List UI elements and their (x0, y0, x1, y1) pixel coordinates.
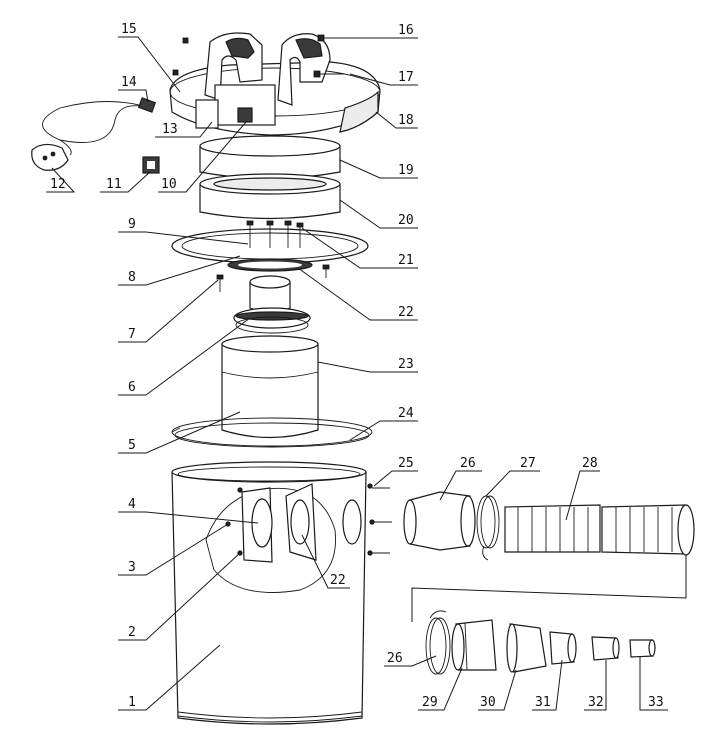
callout-3: 3 (128, 560, 136, 575)
callout-10: 10 (161, 177, 177, 192)
callout-31: 31 (535, 695, 551, 710)
filter-disc-19 (199, 135, 341, 180)
callout-25: 25 (398, 456, 414, 471)
callout-22-top: 22 (398, 305, 414, 320)
callout-1: 1 (128, 695, 136, 710)
screw-17 (313, 70, 345, 78)
callout-27: 27 (520, 456, 536, 471)
filter-ring-20 (199, 173, 341, 220)
handle-right (277, 33, 331, 106)
tank-body (171, 461, 367, 725)
screw-right (322, 264, 330, 278)
screw-left (172, 69, 179, 76)
callout-19: 19 (398, 163, 414, 178)
screw-top-left (182, 37, 189, 44)
hose-connector-26 (403, 491, 476, 551)
power-cord (42, 97, 157, 156)
handle-left (204, 32, 263, 101)
callout-leaders (46, 36, 668, 711)
callout-2: 2 (128, 625, 136, 640)
callout-23: 23 (398, 357, 414, 372)
callout-29: 29 (422, 695, 438, 710)
callout-20: 20 (398, 213, 414, 228)
power-plug (31, 143, 69, 171)
suction-hose (504, 504, 695, 556)
callout-8: 8 (128, 270, 136, 285)
callout-30: 30 (480, 695, 496, 710)
cuff-29 (451, 619, 497, 671)
motor-unit (233, 275, 311, 334)
callout-21: 21 (398, 253, 414, 268)
callout-7: 7 (128, 327, 136, 342)
callout-18: 18 (398, 113, 414, 128)
screw-16 (317, 34, 350, 42)
callout-17: 17 (398, 70, 414, 85)
rocker-switch (142, 156, 160, 174)
callout-26-top: 26 (460, 456, 476, 471)
screw-7 (216, 274, 224, 292)
callout-labels: 1 2 3 4 5 6 7 8 9 10 11 12 13 14 15 16 1… (50, 22, 664, 710)
gasket-22 (227, 258, 313, 272)
callout-12: 12 (50, 177, 66, 192)
callout-24: 24 (398, 406, 414, 421)
inlet-flange (225, 483, 375, 563)
adapter-31 (549, 631, 577, 665)
motor-switch-block (195, 84, 276, 129)
adapter-33 (629, 639, 656, 658)
adapter-30 (506, 623, 547, 673)
filter-ring-24 (171, 417, 373, 448)
callout-5: 5 (128, 438, 136, 453)
callout-11: 11 (106, 177, 122, 192)
adapter-32 (591, 636, 620, 661)
callout-14: 14 (121, 75, 137, 90)
callout-4: 4 (128, 497, 136, 512)
filter-cartridge (221, 335, 319, 439)
callout-28: 28 (582, 456, 598, 471)
callout-32: 32 (588, 695, 604, 710)
hose-clamp-26b (425, 610, 451, 675)
callout-6: 6 (128, 380, 136, 395)
callout-15: 15 (121, 22, 137, 37)
mounting-plate (171, 220, 369, 264)
hose-clamp-27 (476, 495, 500, 561)
callout-16: 16 (398, 23, 414, 38)
callout-9: 9 (128, 217, 136, 232)
callout-13: 13 (162, 122, 178, 137)
callout-26-bottom: 26 (387, 651, 403, 666)
callout-22-flange: 22 (330, 573, 346, 588)
callout-33: 33 (648, 695, 664, 710)
